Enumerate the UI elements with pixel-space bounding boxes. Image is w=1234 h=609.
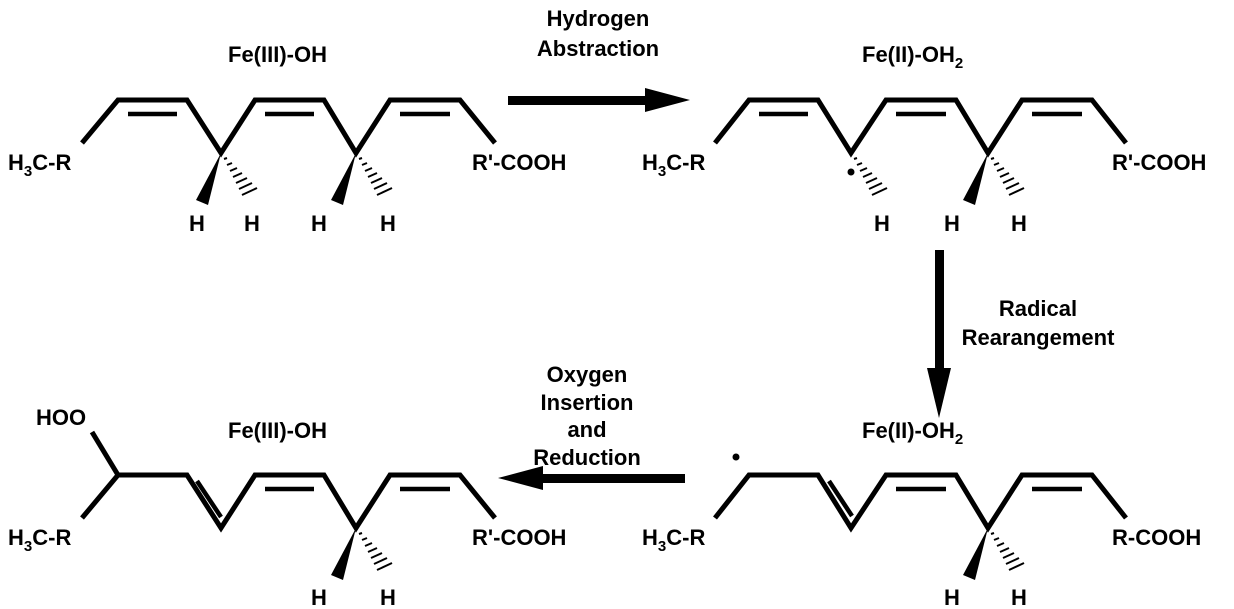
wedge-bond-2 — [331, 153, 356, 205]
step-label: Reduction — [533, 445, 641, 470]
wedge-bond-1 — [331, 528, 356, 580]
double-bond-1 — [195, 479, 223, 519]
hash-bond-2 — [358, 157, 393, 196]
double-bond-1 — [827, 479, 854, 518]
arrow-oxygen-insertion: Oxygen Insertion and Reduction — [498, 362, 685, 490]
hash-bond-1 — [990, 532, 1025, 571]
wedge-bond-1 — [963, 528, 988, 580]
catalyst-label: Fe(II)-OH2 — [862, 418, 963, 448]
hydrogen-label: H — [380, 211, 396, 236]
hash-bond-1 — [853, 157, 888, 196]
left-group-label: H3C-R — [8, 150, 71, 180]
arrow-hydrogen-abstraction: Hydrogen Abstraction — [508, 6, 690, 112]
wedge-bond-1 — [963, 153, 988, 205]
hydroperoxy-label: HOO — [36, 405, 86, 430]
hydrogen-label: H — [1011, 211, 1027, 236]
radical-dot — [732, 453, 740, 461]
hydrogen-label: H — [311, 211, 327, 236]
molecule-bottom-right: Fe(II)-OH2 H3C-R R-COOH H H — [642, 418, 1201, 609]
hydroperoxy-bond — [89, 430, 121, 477]
hydrogen-label: H — [944, 585, 960, 609]
chain-bottom-left — [80, 472, 497, 533]
chain-top-left — [80, 97, 497, 158]
left-group-label: H3C-R — [642, 525, 705, 555]
arrow-radical-rearrangement: Radical Rearangement — [927, 250, 1115, 418]
catalyst-label: Fe(III)-OH — [228, 42, 327, 67]
step-label: Insertion — [541, 390, 634, 415]
hash-bond-2 — [990, 157, 1025, 196]
hydrogen-label: H — [944, 211, 960, 236]
chain-bottom-right — [713, 472, 1128, 533]
step-label: Hydrogen — [547, 6, 650, 31]
step-label: Abstraction — [537, 36, 659, 61]
hydrogen-label: H — [311, 585, 327, 609]
molecule-bottom-left: Fe(III)-OH HOO H3C-R R'-COOH H H — [8, 405, 566, 609]
right-group-label: R'-COOH — [472, 525, 566, 550]
wedge-bond-1 — [196, 153, 221, 205]
catalyst-label: Fe(III)-OH — [228, 418, 327, 443]
step-label: Radical — [999, 296, 1077, 321]
right-group-label: R'-COOH — [1112, 150, 1206, 175]
hydrogen-label: H — [874, 211, 890, 236]
right-group-label: R'-COOH — [472, 150, 566, 175]
right-group-label: R-COOH — [1112, 525, 1201, 550]
step-label: Oxygen — [547, 362, 628, 387]
molecule-top-left: Fe(III)-OH H3C-R R'-COOH H H H H — [8, 42, 566, 236]
hash-bond-1 — [223, 157, 258, 196]
hydrogen-label: H — [244, 211, 260, 236]
step-label: Rearangement — [962, 325, 1116, 350]
hydrogen-label: H — [189, 211, 205, 236]
molecule-top-right: Fe(II)-OH2 H3C-R R'-COOH H H H — [642, 42, 1206, 236]
hydrogen-label: H — [1011, 585, 1027, 609]
hash-bond-1 — [358, 532, 393, 571]
left-group-label: H3C-R — [642, 150, 705, 180]
catalyst-label: Fe(II)-OH2 — [862, 42, 963, 72]
left-group-label: H3C-R — [8, 525, 71, 555]
chain-top-right — [713, 97, 1128, 158]
step-label: and — [567, 417, 606, 442]
radical-dot — [847, 168, 855, 176]
hydrogen-label: H — [380, 585, 396, 609]
